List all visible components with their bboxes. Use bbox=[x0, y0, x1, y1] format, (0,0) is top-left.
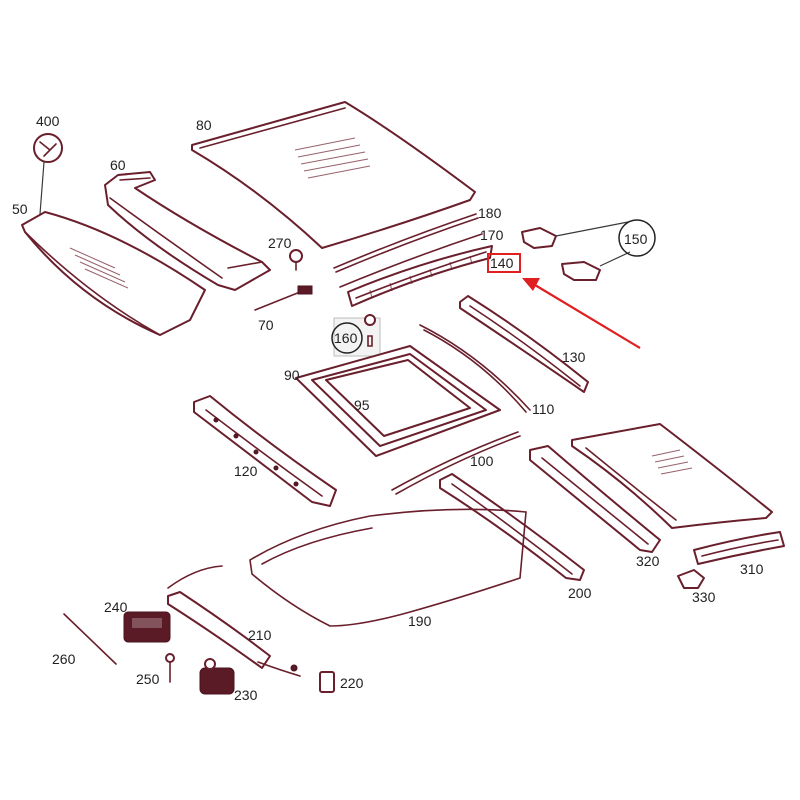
label-240: 240 bbox=[104, 599, 128, 615]
label-95: 95 bbox=[354, 397, 370, 413]
callout-circle-160 bbox=[331, 322, 363, 354]
label-320: 320 bbox=[636, 553, 660, 569]
label-330: 330 bbox=[692, 589, 716, 605]
label-200: 200 bbox=[568, 585, 592, 601]
part-50-panel bbox=[21, 211, 206, 336]
label-130: 130 bbox=[562, 349, 586, 365]
part-260-rod bbox=[63, 613, 117, 665]
rear-glass-panel bbox=[571, 423, 773, 529]
label-100: 100 bbox=[470, 453, 494, 469]
part-120-side-rail bbox=[193, 395, 337, 507]
label-140: 140 bbox=[490, 255, 514, 271]
label-220: 220 bbox=[340, 675, 364, 691]
label-400: 400 bbox=[36, 113, 60, 129]
part-320-rear-rail bbox=[529, 445, 661, 553]
label-50: 50 bbox=[12, 201, 28, 217]
part-240-motor bbox=[123, 611, 171, 643]
label-260: 260 bbox=[52, 651, 76, 667]
part-130-side-rail bbox=[459, 295, 589, 393]
label-210: 210 bbox=[248, 627, 272, 643]
label-90: 90 bbox=[284, 367, 300, 383]
label-110: 110 bbox=[532, 401, 555, 417]
part-70-cable bbox=[254, 285, 313, 311]
part-140-frame-rail bbox=[347, 245, 493, 307]
label-310: 310 bbox=[740, 561, 764, 577]
part-100-seal-strip bbox=[391, 431, 521, 495]
part-330-bracket bbox=[677, 569, 705, 589]
part-180-seal bbox=[333, 213, 479, 273]
part-150-brackets bbox=[521, 221, 631, 281]
part-170-seal bbox=[339, 233, 483, 288]
label-70: 70 bbox=[258, 317, 274, 333]
label-180: 180 bbox=[478, 205, 502, 221]
highlight-box-140 bbox=[487, 253, 521, 273]
part-270-screw bbox=[289, 249, 303, 271]
label-60: 60 bbox=[110, 157, 126, 173]
part-190-drain-tray bbox=[249, 508, 527, 627]
label-170: 170 bbox=[480, 227, 504, 243]
label-230: 230 bbox=[234, 687, 258, 703]
label-160: 160 bbox=[334, 330, 358, 346]
part-220-clip bbox=[319, 671, 335, 693]
label-250: 250 bbox=[136, 671, 160, 687]
label-270: 270 bbox=[268, 235, 292, 251]
part-60-wind-deflector bbox=[104, 171, 271, 291]
callout-circle-150 bbox=[618, 219, 656, 257]
part-310-cross-member bbox=[693, 531, 785, 565]
label-190: 190 bbox=[408, 613, 432, 629]
part-80-glass-panel bbox=[191, 101, 476, 249]
part-230-drive-motor bbox=[199, 658, 235, 695]
red-arrow-icon bbox=[522, 278, 641, 349]
label-80: 80 bbox=[196, 117, 212, 133]
part-250-screw bbox=[165, 653, 175, 683]
label-150: 150 bbox=[624, 231, 648, 247]
part-200-guide-rail bbox=[439, 473, 585, 581]
part-95-opening bbox=[325, 359, 471, 437]
part-210-cable-harness bbox=[167, 565, 301, 677]
wrench-icon bbox=[33, 133, 63, 215]
label-120: 120 bbox=[234, 463, 258, 479]
part-110-seal-strip bbox=[419, 324, 531, 413]
